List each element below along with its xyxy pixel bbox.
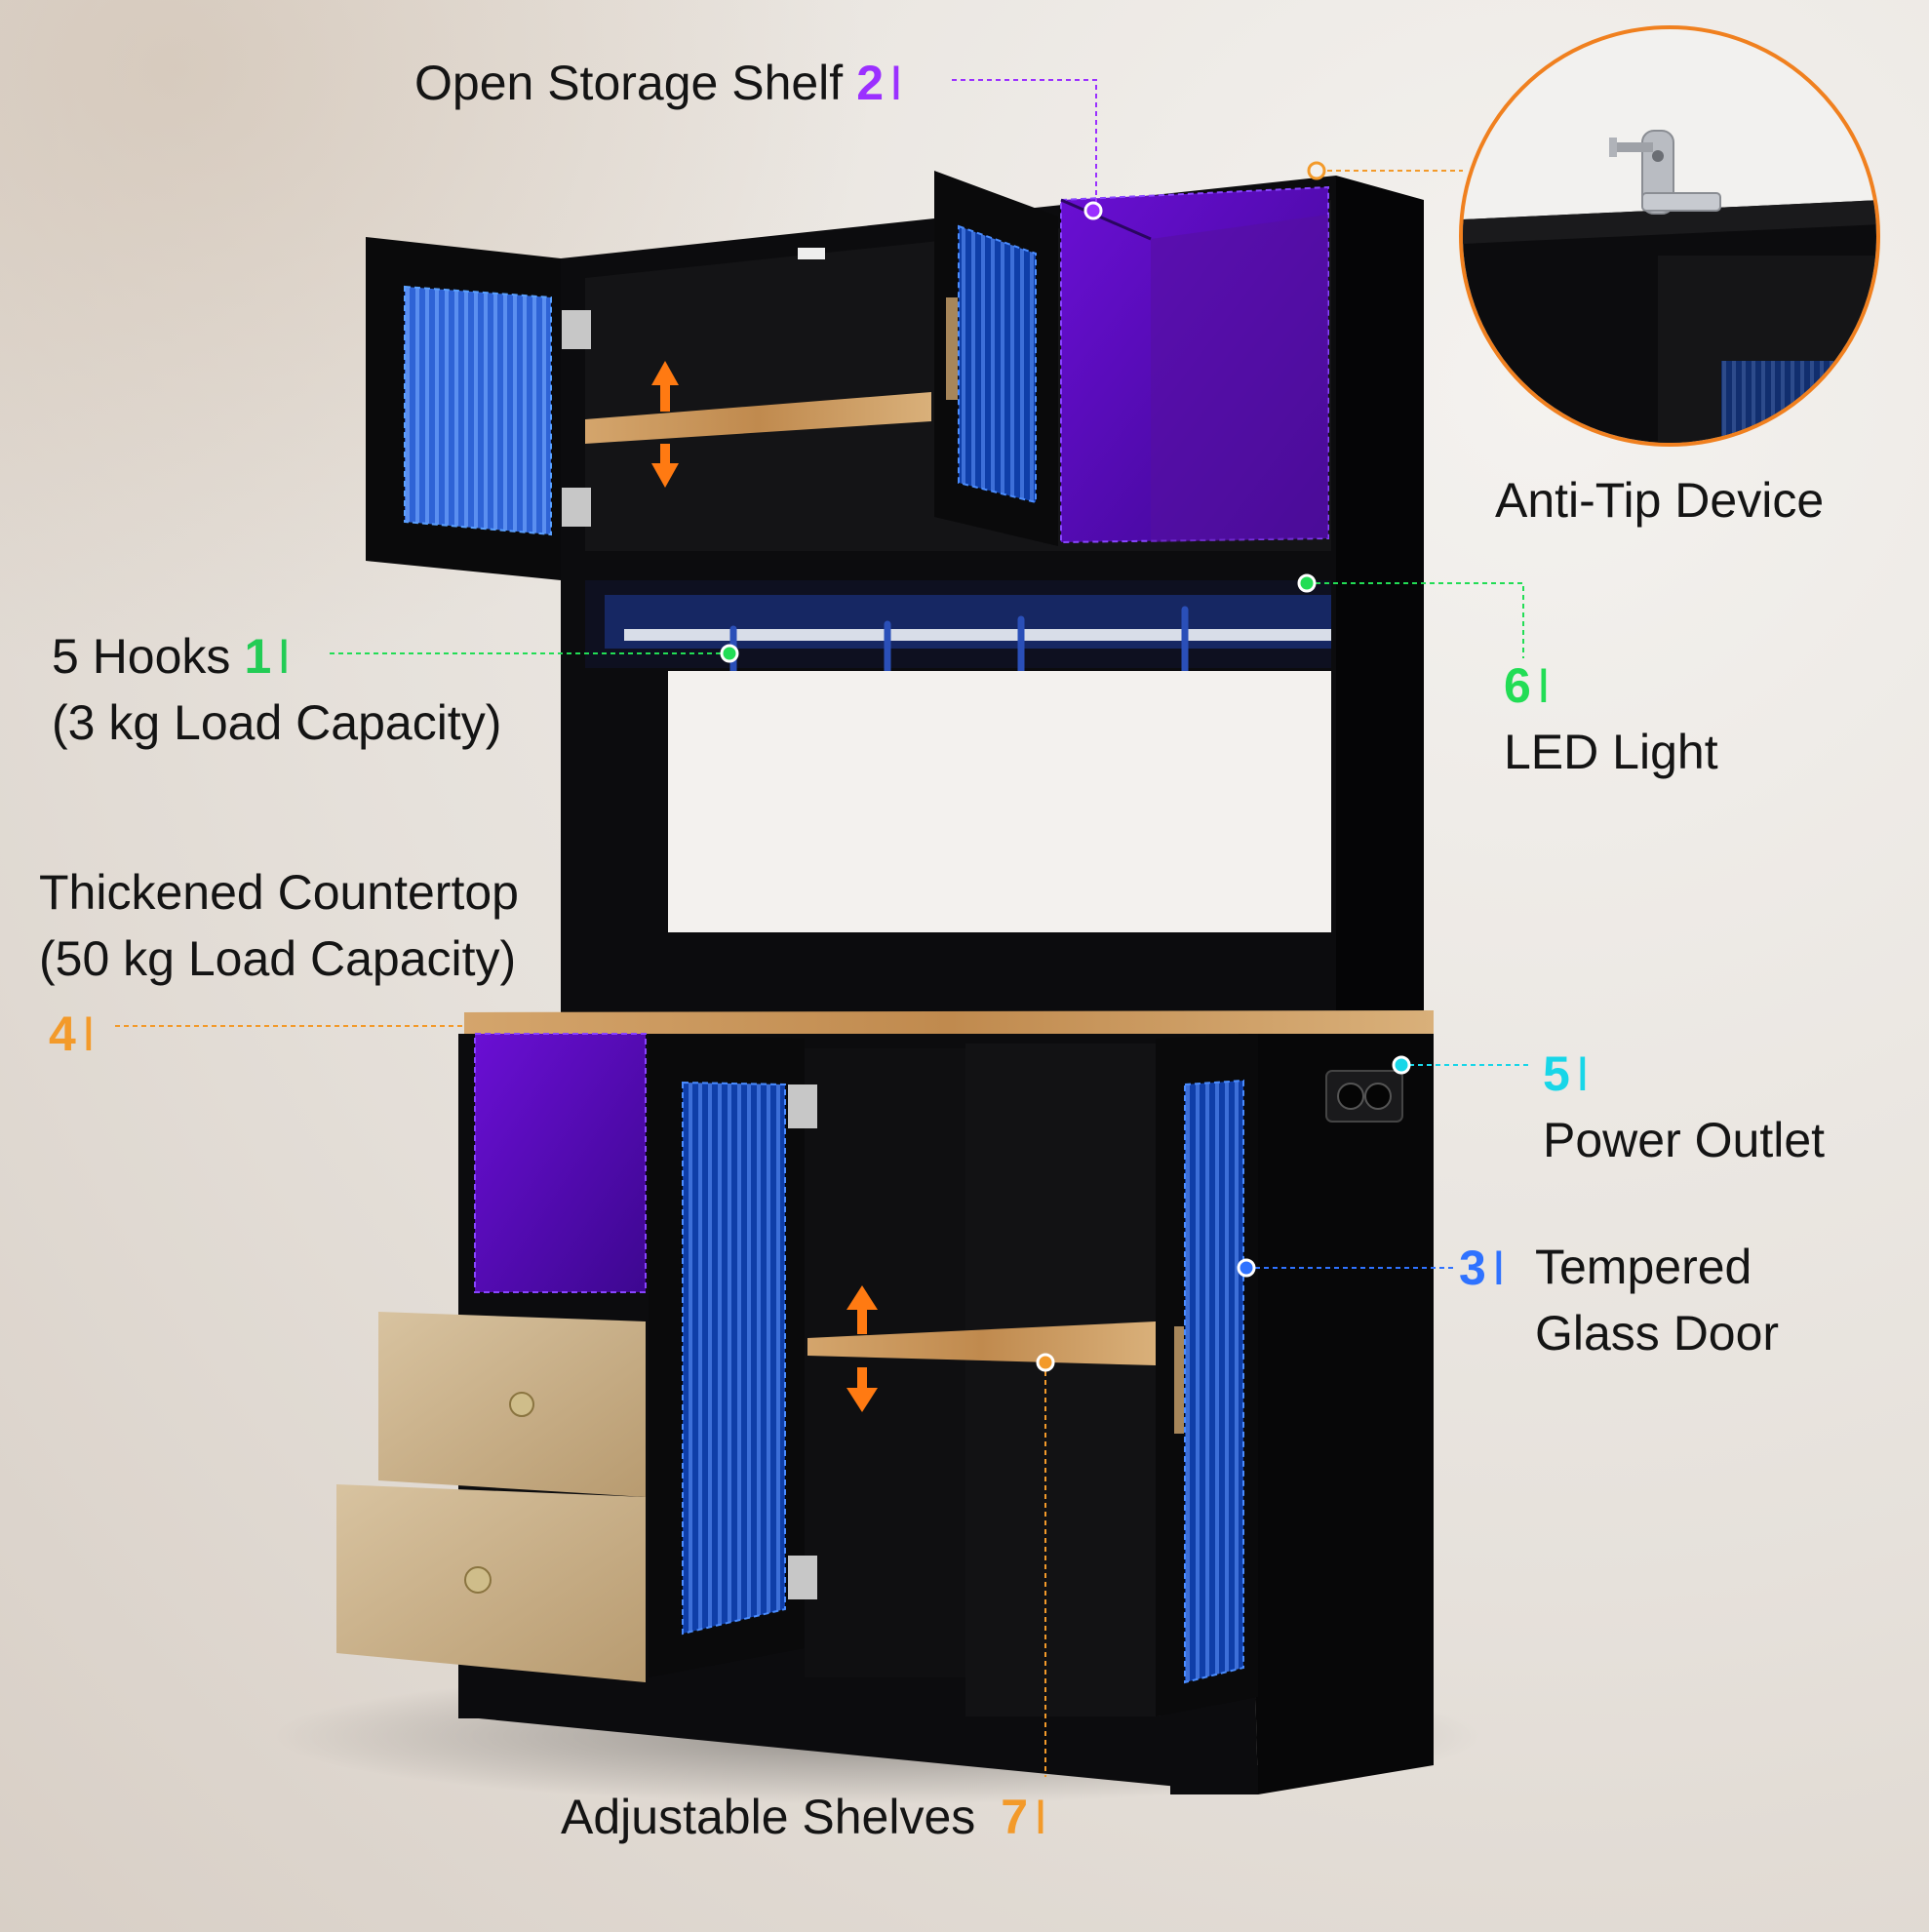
hook-rail [624,629,1331,641]
callout-dot-3 [1237,1258,1256,1278]
power-outlet-text: Power Outlet [1543,1112,1826,1167]
upper-middle-handle [946,297,958,400]
power-socket-icon [1325,1070,1403,1123]
lower-left-hinges [788,1084,817,1599]
lower-right-handle [1174,1326,1184,1434]
callout-line-2 [952,79,1097,211]
callout-dot-anti-tip [1307,161,1326,180]
callout-dot-7 [1036,1353,1055,1372]
lower-side-panel [1239,1034,1434,1794]
callout-dot-1 [720,644,739,663]
countertop-capacity: (50 kg Load Capacity) [39,930,517,986]
top-clip [798,248,825,259]
up-down-arrow-icon [846,1285,878,1412]
led-light-text: LED Light [1504,724,1718,779]
upper-left-glass-panel [404,285,552,536]
callout-line-6 [1307,582,1524,658]
upper-left-hinges [562,310,591,527]
callout-dot-5 [1392,1055,1411,1075]
screw-icon [1609,138,1653,157]
upper-adjustable-shelf [585,392,931,444]
thickened-countertop [464,1010,1434,1036]
countertop-text: Thickened Countertop [39,865,519,920]
hooks-capacity: (3 kg Load Capacity) [52,694,502,750]
countertop-label: Thickened Countertop (50 kg Load Capacit… [39,860,519,992]
lower-left-glass-panel [682,1081,786,1636]
upper-middle-glass-panel [958,224,1037,504]
glass-door-label: Tempered Glass Door [1535,1235,1779,1366]
lower-adjustable-shelf [807,1321,1156,1365]
open-storage-shelf-text: Open Storage Shelf [414,56,844,110]
callout-dot-6 [1297,573,1317,593]
lower-right-glass-panel [1184,1079,1244,1684]
drawer-knob [464,1566,492,1594]
anti-tip-inset [1459,25,1880,447]
up-down-arrow-icon [651,361,679,488]
hooks-text: 5 Hooks [52,629,231,684]
lower-open-compartment [474,1033,647,1293]
anti-tip-label: Anti-Tip Device [1495,473,1825,528]
lower-interior [965,1044,1161,1716]
open-backing-area [668,671,1331,932]
adjustable-shelves-text: Adjustable Shelves [561,1790,976,1844]
drawer-knob [509,1392,534,1417]
glass-door-text-line1: Tempered [1535,1240,1752,1294]
hutch-side-panel [1336,176,1424,1014]
callout-dot-2 [1083,201,1103,220]
glass-door-text-line2: Glass Door [1535,1305,1780,1360]
